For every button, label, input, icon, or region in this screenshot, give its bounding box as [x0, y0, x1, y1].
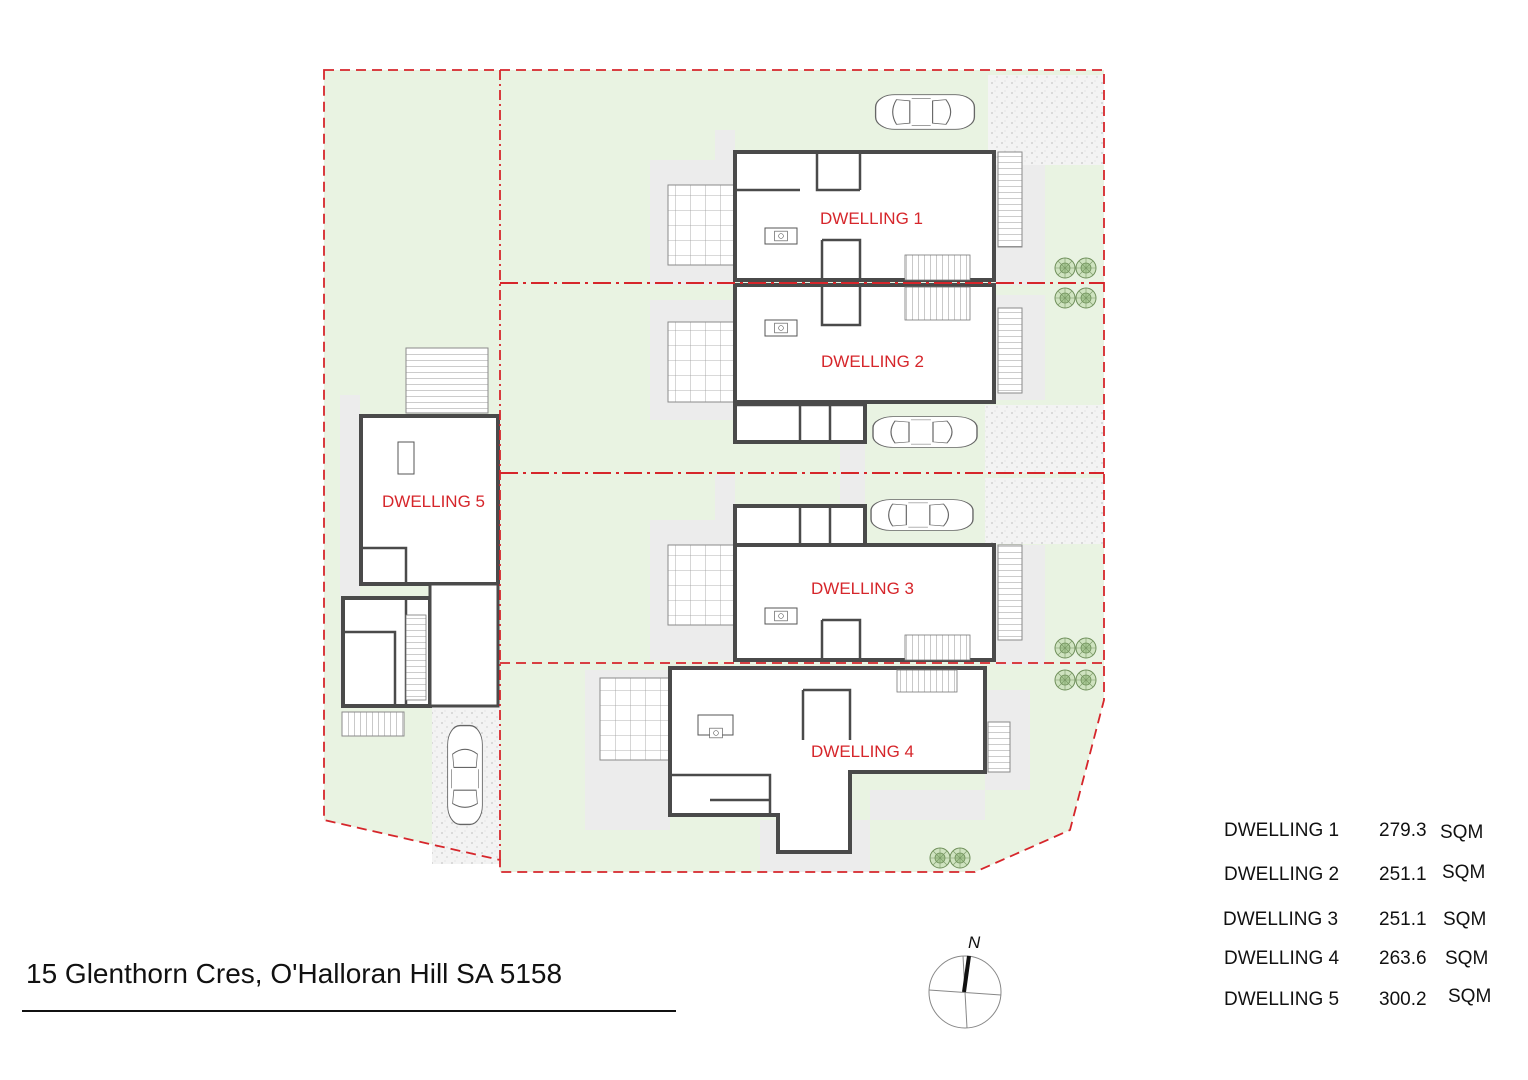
sink-dwelling-3: [774, 610, 788, 622]
shrub: [1075, 637, 1097, 659]
schedule-dwelling-1-unit: SQM: [1440, 822, 1484, 843]
shrub: [1054, 637, 1076, 659]
steps-east-2: [997, 307, 1023, 394]
deck-dwelling-5: [405, 347, 489, 414]
shrub: [929, 847, 951, 869]
driveway-dwelling-2: [985, 405, 1104, 473]
shrub: [1054, 287, 1076, 309]
dwelling-3-label: DWELLING 3: [811, 579, 914, 598]
shrub: [1075, 669, 1097, 691]
dwelling-5-label: DWELLING 5: [382, 492, 485, 511]
stairs-dwelling-2: [904, 286, 971, 321]
schedule-dwelling-4-unit: SQM: [1445, 948, 1489, 969]
schedule-dwelling-3-area: 251.1: [1379, 909, 1427, 930]
steps-east-3: [997, 544, 1023, 641]
sink-dwelling-4: [709, 727, 723, 739]
north-needle: [962, 955, 971, 993]
site-boundary: [323, 69, 1105, 873]
fixtures: [397, 227, 971, 739]
schedule-dwelling-1-name: DWELLING 1: [1224, 820, 1340, 841]
schedule-dwelling-4-name: DWELLING 4: [1224, 948, 1340, 969]
shrub: [1054, 257, 1076, 279]
buildings: [341, 150, 996, 854]
dwelling-4-label: DWELLING 4: [811, 742, 914, 761]
title-underline: [22, 1010, 676, 1012]
patio-dwelling-2: [667, 321, 736, 403]
schedule-dwelling-4-area: 263.6: [1379, 948, 1427, 969]
porch-dwelling-5: [341, 711, 405, 737]
car-dwelling-5-driveway: [446, 724, 484, 826]
schedule-dwelling-5-unit: SQM: [1448, 986, 1492, 1007]
schedule-dwelling-1-area: 279.3: [1379, 820, 1427, 841]
car-dwelling-1: [874, 93, 976, 131]
boundaries: [323, 69, 1105, 873]
patio-dwelling-4: [599, 677, 671, 761]
dwelling-1-label: DWELLING 1: [820, 209, 923, 228]
shrub: [1075, 257, 1097, 279]
dwelling-5-garage: [428, 582, 500, 708]
steps-east-1: [997, 151, 1023, 248]
schedule-dwelling-5-area: 300.2: [1379, 989, 1427, 1010]
sink-dwelling-2: [774, 322, 788, 334]
stairs-dwelling-1: [904, 254, 971, 281]
schedule-dwelling-2-unit: SQM: [1442, 862, 1486, 883]
driveway-dwelling-1: [988, 75, 1104, 165]
patio-dwelling-1: [667, 184, 736, 266]
shrub: [1075, 287, 1097, 309]
driveway-dwelling-3: [985, 478, 1104, 544]
patios: [341, 151, 1023, 773]
schedule-dwelling-5-name: DWELLING 5: [1224, 989, 1340, 1010]
schedule-dwelling-3-name: DWELLING 3: [1223, 909, 1339, 930]
sink-dwelling-1: [774, 230, 788, 242]
dwelling-4-outline: [668, 666, 987, 854]
island-dwelling-5: [397, 441, 415, 475]
driveways: [432, 75, 1104, 864]
car-dwelling-3: [870, 498, 974, 532]
site-address-title: 15 Glenthorn Cres, O'Halloran Hill SA 51…: [26, 958, 563, 989]
schedule-dwelling-3-unit: SQM: [1443, 909, 1487, 930]
schedule-dwelling-2-name: DWELLING 2: [1224, 864, 1340, 885]
dwelling-2-label: DWELLING 2: [821, 352, 924, 371]
north-label: N: [968, 933, 981, 952]
stairs-dwelling-4: [896, 669, 958, 693]
patio-dwelling-3: [667, 544, 736, 626]
schedule-dwelling-2-area: 251.1: [1379, 864, 1427, 885]
interior-walls: [343, 152, 865, 815]
north-arrow: N: [928, 933, 1002, 1029]
stairs-dwelling-5: [405, 614, 427, 701]
dwelling-labels: DWELLING 1 DWELLING 2 DWELLING 3 DWELLIN…: [382, 209, 924, 761]
car-dwelling-2: [872, 415, 978, 449]
shrub: [949, 847, 971, 869]
steps-east-4: [987, 721, 1011, 773]
stairs-dwelling-3: [904, 634, 971, 661]
shrub: [1054, 669, 1076, 691]
